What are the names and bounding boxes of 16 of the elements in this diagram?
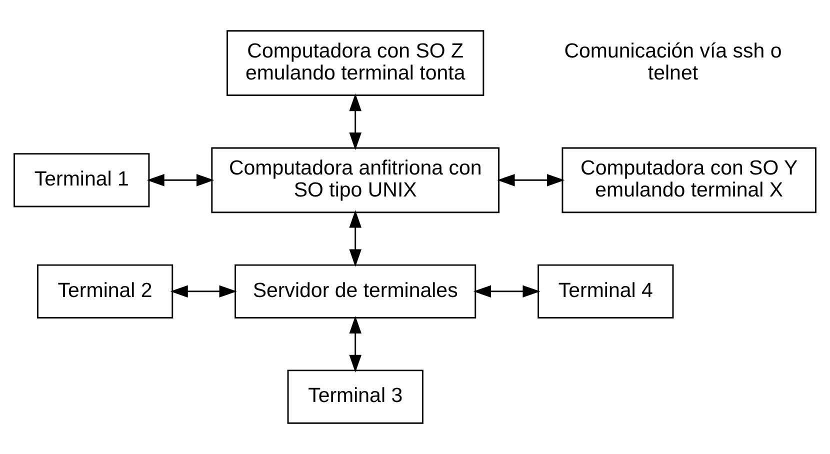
arrow <box>497 174 565 186</box>
node-box: Servidor de terminales <box>234 264 476 318</box>
node-box: Computadora con SO Z emulando terminal tonta <box>226 30 484 96</box>
node-box: Terminal 3 <box>287 370 424 424</box>
arrow <box>349 210 362 267</box>
arrow <box>349 94 362 150</box>
arrow <box>349 316 362 373</box>
node-box: Computadora anfitriona con SO tipo UNIX <box>211 147 500 214</box>
node-box: Computadora con SO Y emulando terminal X <box>562 147 816 214</box>
node-box: Terminal 1 <box>14 153 150 208</box>
node-box: Terminal 4 <box>538 264 674 318</box>
arrow <box>473 285 540 298</box>
node-box: Terminal 2 <box>36 264 174 318</box>
arrow <box>170 285 237 298</box>
label: Comunicación vía ssh o telnet <box>564 39 782 84</box>
arrow <box>146 174 214 186</box>
